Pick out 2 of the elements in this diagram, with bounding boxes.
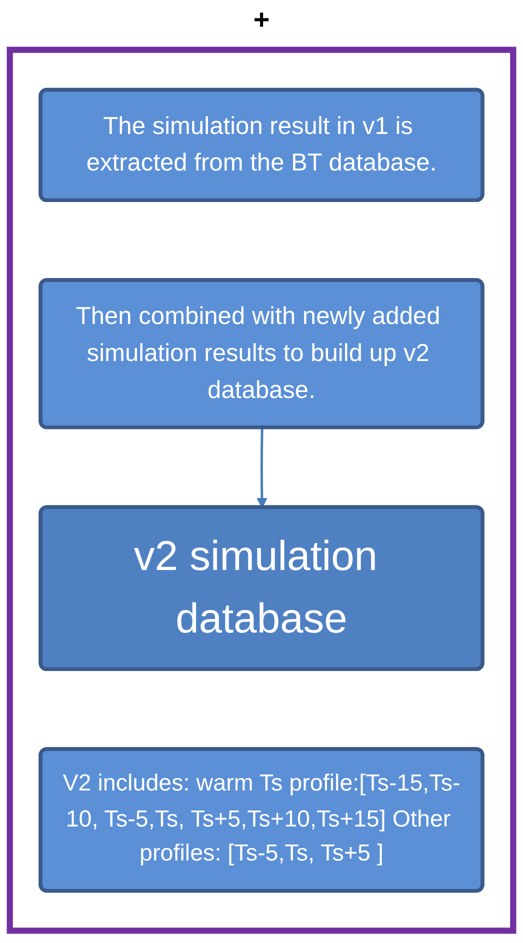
plus-sign: + bbox=[253, 4, 270, 35]
cluster bbox=[6, 46, 516, 934]
